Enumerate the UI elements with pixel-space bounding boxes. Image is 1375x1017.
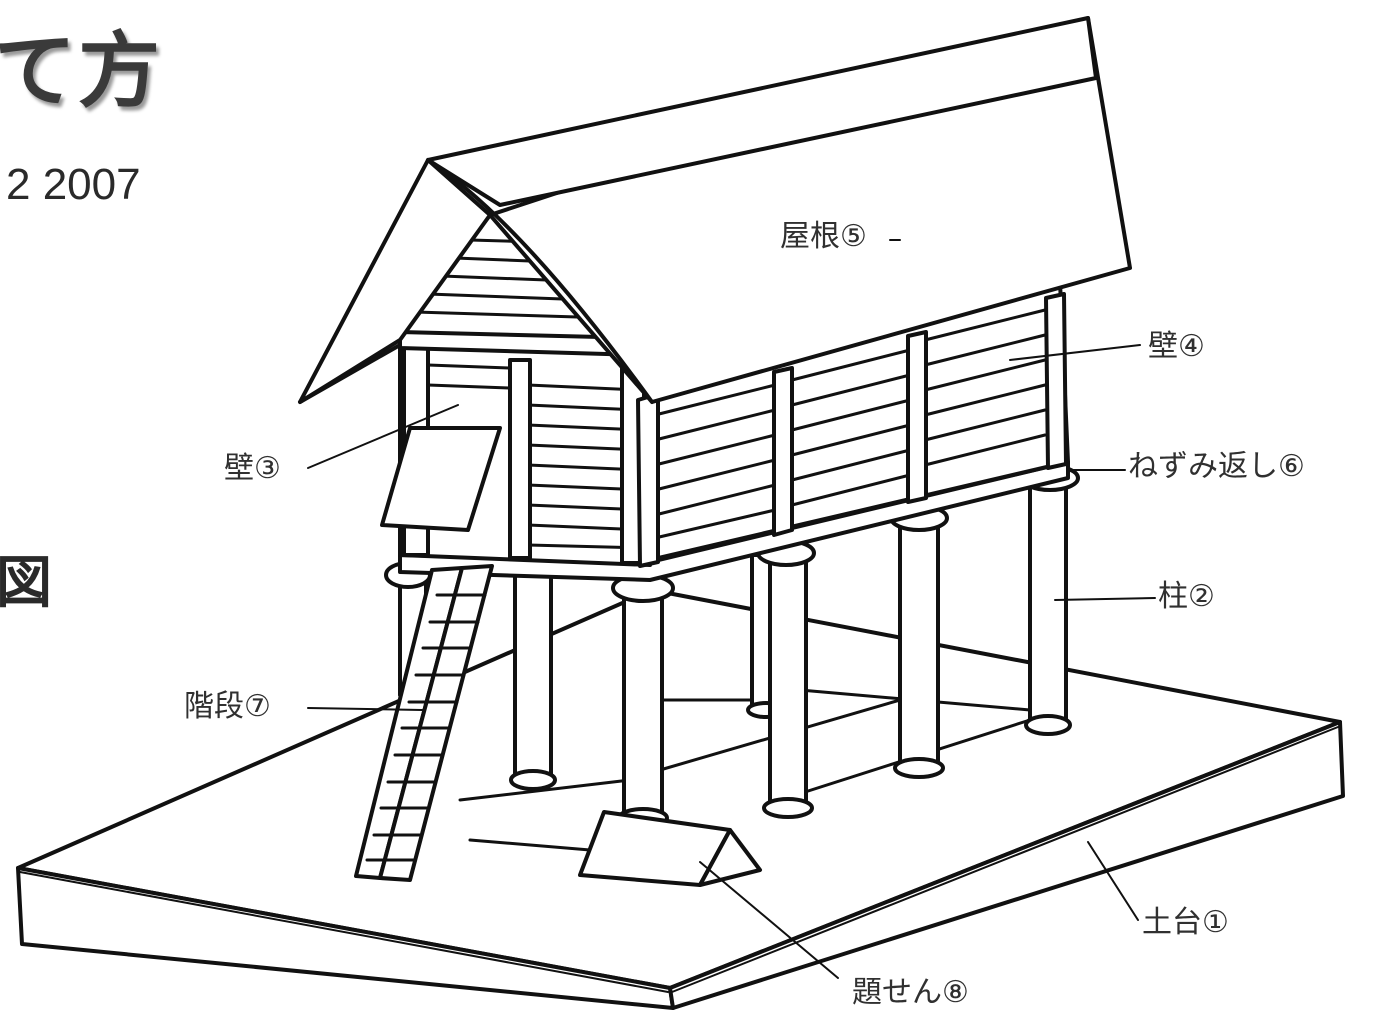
leader-line-wall-front xyxy=(308,405,458,468)
leader-line-wall-side xyxy=(1010,345,1140,360)
foundation-base xyxy=(18,590,1343,1008)
side-wall xyxy=(638,282,1068,566)
post xyxy=(762,553,814,819)
post xyxy=(509,558,557,791)
label-roof: 屋根⑤ xyxy=(780,219,867,254)
leader-line-title-plate xyxy=(700,862,838,978)
figure-heading-fragment: 図 xyxy=(0,551,52,616)
leader-line-pillar xyxy=(1055,598,1155,600)
post xyxy=(1024,478,1072,736)
post xyxy=(617,583,669,829)
leader-line-stairs xyxy=(308,708,422,710)
page-title-fragment: て方 xyxy=(0,24,163,119)
label-wall-side: 壁④ xyxy=(1148,329,1205,364)
stairs xyxy=(356,566,492,880)
leader-lines xyxy=(308,240,1155,978)
title-plate xyxy=(580,812,760,885)
post xyxy=(893,518,945,779)
label-foundation: 土台① xyxy=(1142,905,1229,940)
label-rat-guard: ねずみ返し⑥ xyxy=(1128,449,1305,484)
leader-line-foundation xyxy=(1088,842,1138,920)
roof xyxy=(300,18,1130,402)
year-text-fragment: 2 2007 xyxy=(6,160,141,209)
label-stairs: 階段⑦ xyxy=(184,689,271,724)
label-pillar: 柱② xyxy=(1158,579,1215,614)
label-title-plate: 題せん⑧ xyxy=(852,975,969,1010)
posts xyxy=(398,478,1072,829)
label-wall-front: 壁③ xyxy=(224,451,281,486)
front-wall xyxy=(382,330,650,565)
